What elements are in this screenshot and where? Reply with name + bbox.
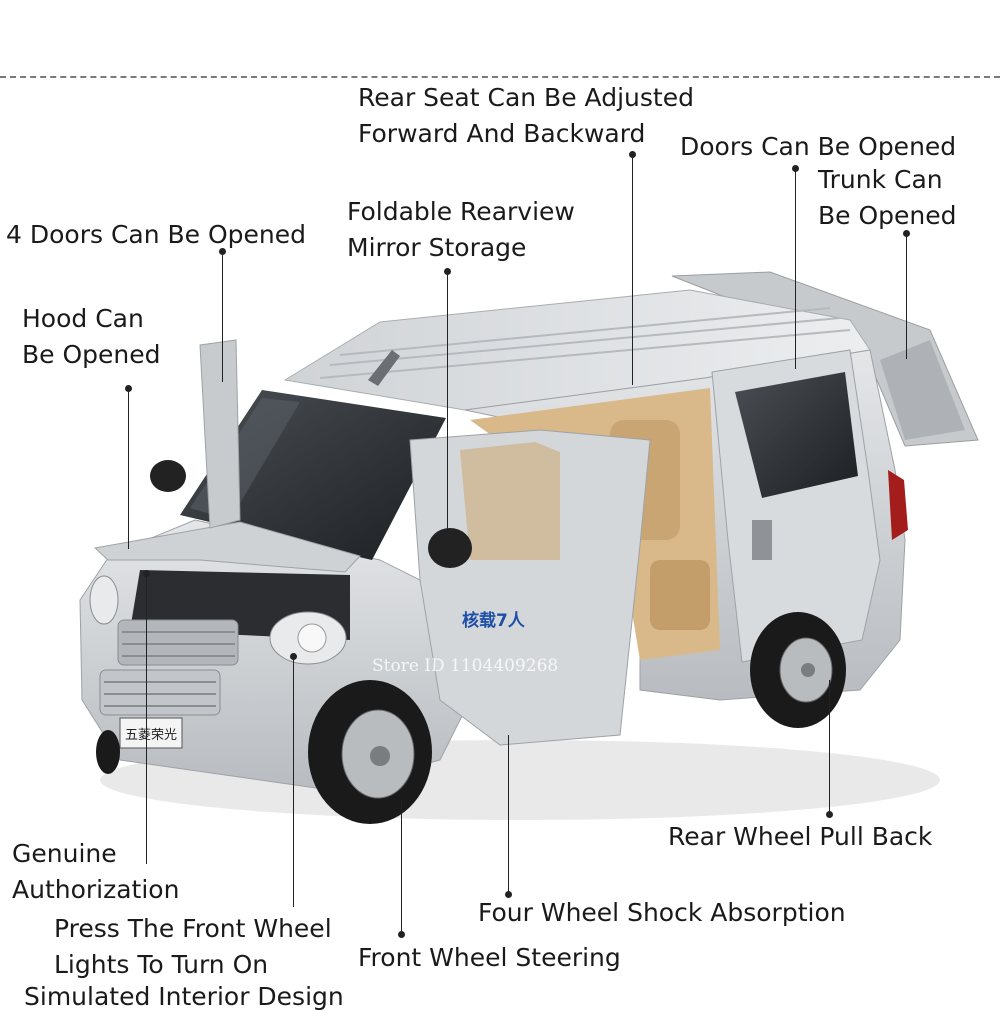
four-doors-label: 4 Doors Can Be Opened — [6, 220, 307, 249]
shock-dot — [505, 891, 512, 898]
shock-label: Four Wheel Shock Absorption — [478, 898, 846, 927]
open-hood — [93, 521, 361, 573]
trunk-line — [906, 234, 907, 359]
steering-dot — [398, 931, 405, 938]
top-dashed-divider — [0, 76, 1000, 78]
rear-wheel-label: Rear Wheel Pull Back — [668, 822, 933, 851]
front-lights-dot — [290, 653, 297, 660]
genuine-label: Genuine Authorization — [12, 839, 180, 904]
genuine-dot — [143, 570, 150, 577]
hood-label: Hood Can Be Opened — [22, 304, 161, 369]
door-capacity-text: 核载7人 — [462, 610, 526, 631]
svg-text:五菱荣光: 五菱荣光 — [125, 728, 177, 743]
cut-off-label: Simulated Interior Design — [24, 982, 344, 1011]
headlight-left — [89, 575, 119, 625]
rear-wheel — [750, 612, 846, 728]
genuine-line — [146, 574, 147, 864]
rear-seat-line — [632, 155, 633, 385]
steering-label: Front Wheel Steering — [358, 943, 621, 972]
front-lights-label: Press The Front Wheel Lights To Turn On — [54, 914, 332, 979]
hood-dot — [125, 385, 132, 392]
four-doors-line — [222, 252, 223, 382]
steering-line — [401, 800, 402, 931]
trunk-label: Trunk Can Be Opened — [818, 165, 957, 230]
license-plate — [119, 717, 183, 749]
mirror-label: Foldable Rearview Mirror Storage — [347, 197, 575, 262]
shock-line — [508, 735, 509, 891]
front-wheel — [308, 680, 432, 824]
mirror-dot — [444, 268, 451, 275]
front-grille — [117, 619, 239, 666]
doors-opened-dot — [792, 165, 799, 172]
rear-seat-label: Rear Seat Can Be Adjusted Forward And Ba… — [358, 83, 694, 148]
doors-opened-label: Doors Can Be Opened — [680, 132, 957, 161]
mirror-line — [447, 272, 448, 534]
doors-opened-line — [795, 169, 796, 369]
rear-wheel-dot — [826, 811, 833, 818]
store-watermark: Store ID 1104409268 — [372, 656, 559, 676]
rear-wheel-line — [829, 680, 830, 811]
hood-line — [128, 389, 129, 549]
rear-seat-dot — [629, 151, 636, 158]
front-lights-line — [293, 657, 294, 907]
trunk-dot — [903, 230, 910, 237]
four-doors-dot — [219, 248, 226, 255]
